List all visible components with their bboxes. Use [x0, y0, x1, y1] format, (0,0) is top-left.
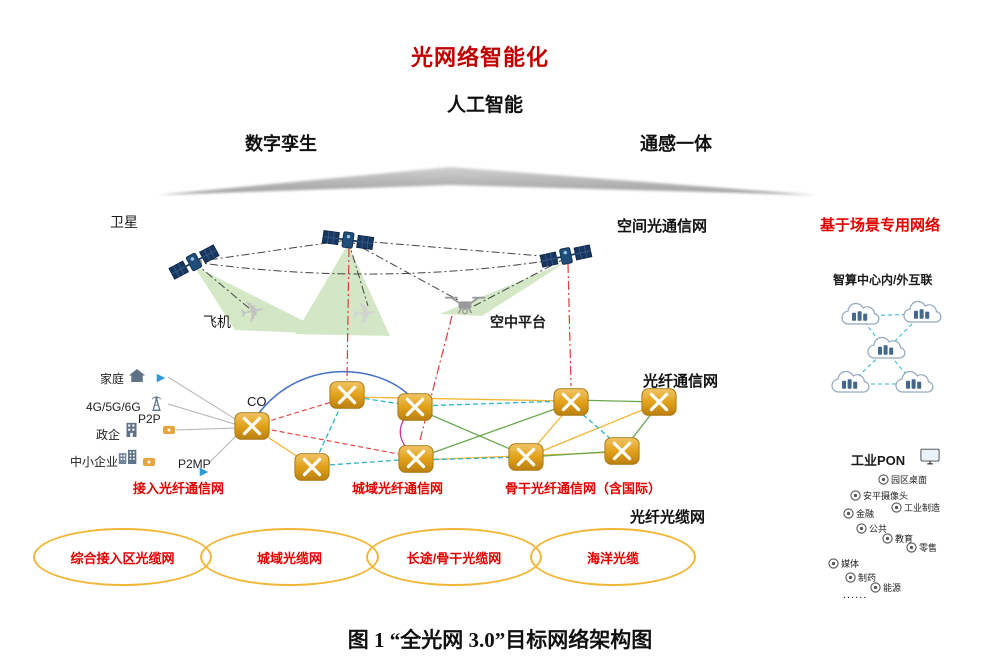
optical-node: [552, 383, 590, 421]
optical-node: [397, 440, 435, 478]
industry-label: 零售: [919, 543, 938, 553]
drone-icon: [443, 292, 487, 318]
satellite-icon: [320, 221, 376, 260]
optical-node: [293, 448, 331, 486]
cable-ellipse-label: 城域光缆网: [256, 550, 322, 566]
industry-item-energy: 能源: [870, 581, 901, 594]
antenna-icon: [148, 395, 165, 412]
factory-icon: [891, 502, 902, 513]
p2p-label: P2P: [138, 412, 161, 426]
aircraft-label: 飞机: [203, 314, 231, 330]
scenario-networks-title: 基于场景专用网络: [820, 217, 941, 234]
industry-label: 金融: [856, 509, 875, 519]
industry-label: 公共: [869, 524, 888, 534]
cable-ellipse-backbone: 长途/骨干光缆网: [366, 528, 542, 586]
sme-label: 中小企业: [70, 455, 119, 469]
gray-swoosh-shape: [158, 167, 815, 195]
onu-icon: [142, 456, 156, 468]
satellite-icon: [164, 236, 225, 289]
fiber-network-label: 光纤通信网: [643, 373, 719, 390]
splitter-icon: [155, 372, 167, 384]
ai-label: 人工智能: [446, 95, 523, 116]
industry-label: 园区桌面: [891, 475, 928, 485]
gov-enterprise-label: 政企: [96, 428, 121, 442]
camera-icon: [850, 490, 861, 501]
pharma-icon: [845, 572, 856, 583]
desktop-monitor-icon: [920, 448, 940, 465]
industries-ellipsis: ......: [843, 589, 868, 601]
industry-label: 工业制造: [904, 503, 941, 513]
cable-ellipse-submarine: 海洋光缆: [530, 528, 696, 586]
cable-ellipse-label: 长途/骨干光缆网: [406, 550, 502, 566]
optical-node: [396, 388, 434, 426]
industry-item-finance: 金融: [843, 507, 874, 520]
figure-caption: 图 1 “全光网 3.0”目标网络架构图: [347, 628, 653, 652]
satellite-icon: [537, 235, 595, 277]
cable-ellipse-metro: 城域光缆网: [200, 528, 379, 586]
media-icon: [828, 558, 839, 569]
dc-cloud-icon: [890, 369, 938, 399]
industry-item-public: 公共: [856, 522, 887, 535]
industry-item-manufacturing: 工业制造: [891, 501, 940, 514]
sensing-comm-label: 通感一体: [640, 134, 712, 154]
co-label: CO: [247, 394, 267, 409]
space-network-label: 空间光通信网: [617, 218, 708, 235]
finance-icon: [843, 508, 854, 519]
p2mp-label: P2MP: [178, 457, 211, 471]
home-icon: [128, 368, 146, 383]
backbone-fiber-net-label: 骨干光纤通信网（含国际）: [505, 481, 662, 496]
dc-cloud-icon: [826, 369, 874, 399]
industry-label: 安平摄像头: [863, 491, 909, 501]
airplane-icon: ✈: [350, 297, 379, 332]
optical-node-co: [233, 407, 271, 445]
mobile-label: 4G/5G/6G: [86, 400, 141, 414]
cable-network-label: 光纤光缆网: [630, 509, 706, 526]
buildings-icon: [118, 448, 138, 465]
industrial-pon-label: 工业PON: [851, 453, 906, 468]
industry-label: 媒体: [841, 559, 860, 569]
industry-label: 制药: [858, 573, 877, 583]
dc-interconnect-label: 智算中心内/外互联: [833, 273, 933, 287]
metro-fiber-net-label: 城域光纤通信网: [352, 481, 444, 496]
industry-label: 能源: [883, 583, 902, 593]
dc-cloud-icon: [898, 299, 946, 329]
cable-ellipse-label: 综合接入区光缆网: [70, 550, 175, 566]
optical-node: [507, 438, 545, 476]
aerial-platform-label: 空中平台: [490, 314, 546, 330]
energy-icon: [870, 582, 881, 593]
onu-icon: [162, 424, 176, 436]
optical-node: [603, 432, 641, 470]
satellite-label: 卫星: [110, 214, 138, 230]
retail-icon: [906, 542, 917, 553]
page-title: 光网络智能化: [410, 45, 549, 70]
industry-item-pharma: 制药: [845, 571, 876, 584]
airplane-icon: ✈: [236, 293, 269, 332]
industry-label: 教育: [895, 534, 914, 544]
desktop-icon: [878, 474, 889, 485]
home-label: 家庭: [100, 372, 125, 386]
cable-ellipse-access: 综合接入区光缆网: [33, 528, 212, 586]
dc-cloud-icon: [862, 335, 910, 365]
building-icon: [124, 421, 139, 438]
access-fiber-net-label: 接入光纤通信网: [133, 481, 225, 496]
industry-item-education: 教育: [882, 532, 913, 545]
public-icon: [856, 523, 867, 534]
dc-cloud-icon: [836, 301, 884, 331]
industry-item-retail: 零售: [906, 541, 937, 554]
industry-item-campus-desktop: 园区桌面: [878, 473, 927, 486]
industry-item-camera: 安平摄像头: [850, 489, 908, 502]
cable-ellipse-label: 海洋光缆: [586, 550, 639, 566]
industry-item-media: 媒体: [828, 557, 859, 570]
digital-twin-label: 数字孪生: [245, 134, 317, 154]
optical-node: [328, 376, 366, 414]
education-icon: [882, 533, 893, 544]
